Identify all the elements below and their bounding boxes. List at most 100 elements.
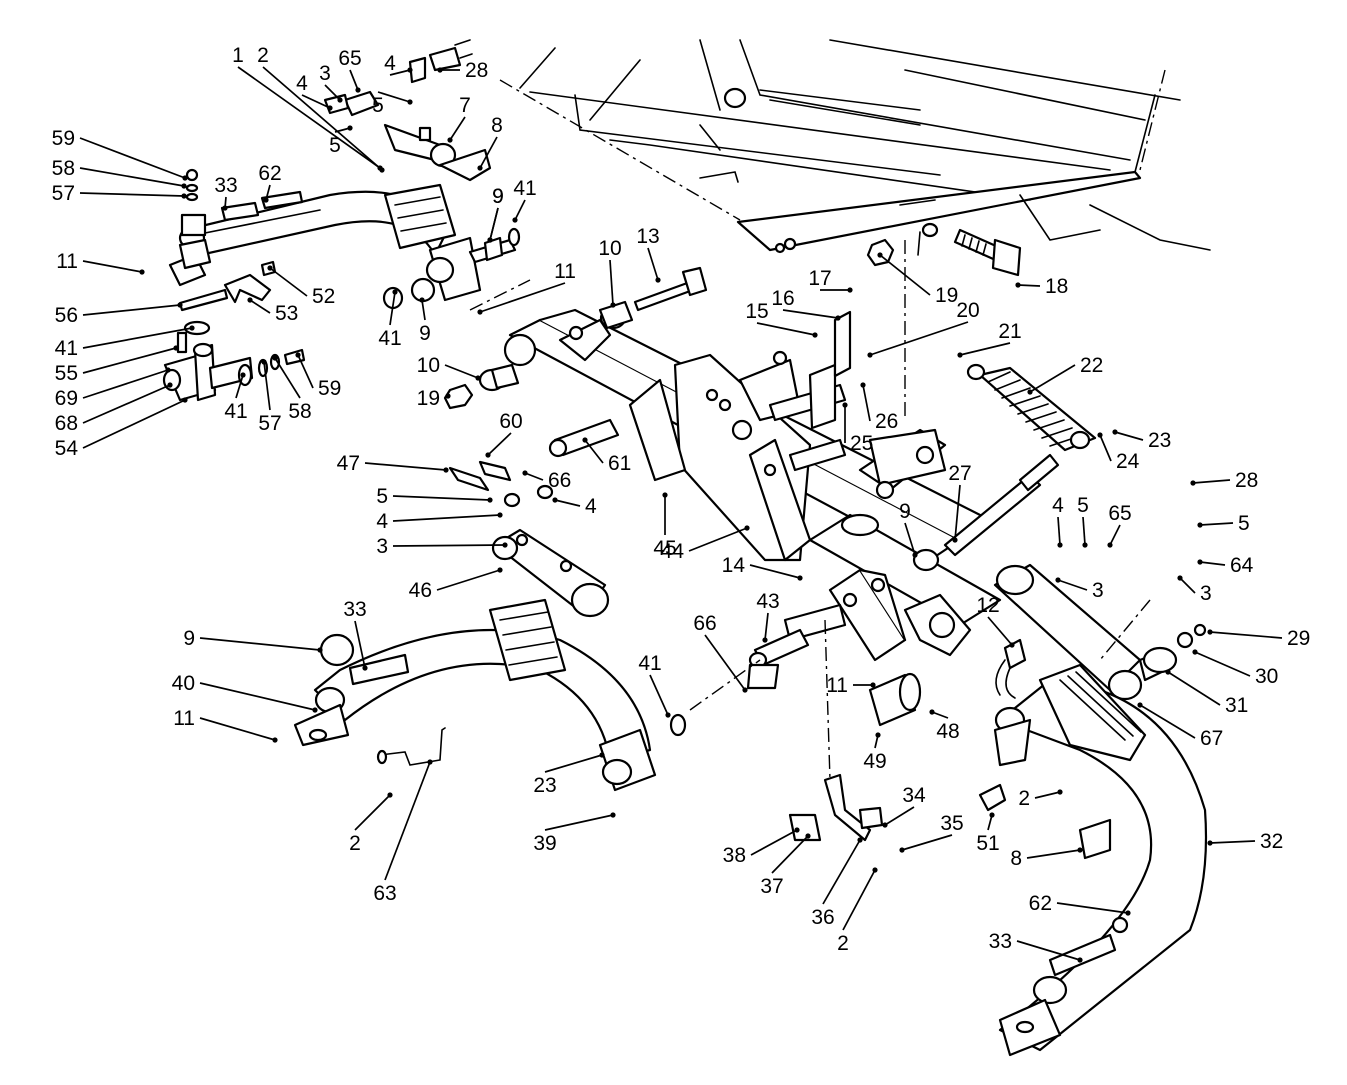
callout-59: 59 xyxy=(318,377,341,400)
leader-dot-59 xyxy=(182,175,188,181)
callout-48: 48 xyxy=(936,720,959,743)
leader-dot-4 xyxy=(327,105,333,111)
bracket-15-16 xyxy=(808,310,852,430)
leader-dot-3 xyxy=(502,542,508,548)
hydraulic-cylinder-46 xyxy=(491,528,610,618)
leader-dot-36 xyxy=(857,837,863,843)
leader-dot-4 xyxy=(552,497,558,503)
callout-24: 24 xyxy=(1116,450,1140,473)
callout-47: 47 xyxy=(337,452,360,475)
leader-line-5 xyxy=(1082,516,1086,546)
callout-11: 11 xyxy=(173,707,195,730)
callout-5: 5 xyxy=(1077,494,1089,517)
leader-dot-56 xyxy=(177,302,183,308)
right-front-arm-32 xyxy=(993,663,1208,1057)
leader-dot-33 xyxy=(222,205,228,211)
leader-dot-39 xyxy=(610,812,616,818)
callout-57: 57 xyxy=(258,412,281,435)
bushings-10 xyxy=(478,300,634,392)
callout-8: 8 xyxy=(1010,847,1022,870)
callout-51: 51 xyxy=(976,832,999,855)
leader-line-8 xyxy=(1026,849,1081,859)
callout-32: 32 xyxy=(1260,830,1283,853)
leader-dot-23 xyxy=(599,752,605,758)
leader-dot-63 xyxy=(427,759,433,765)
leader-dot-2 xyxy=(872,867,878,873)
callout-49: 49 xyxy=(863,750,886,773)
callout-39: 39 xyxy=(533,832,556,855)
leader-dot-38 xyxy=(794,827,800,833)
bolt-13 xyxy=(633,266,708,312)
callout-29: 29 xyxy=(1287,627,1310,650)
assembly-lines xyxy=(469,69,1166,781)
leader-line-33 xyxy=(354,620,366,669)
leader-dot-68 xyxy=(167,382,173,388)
bracket-8-right xyxy=(1078,818,1112,860)
leader-dot-10 xyxy=(610,302,616,308)
callout-53: 53 xyxy=(275,302,298,325)
callout-23: 23 xyxy=(533,774,556,797)
pin-61 xyxy=(548,418,620,458)
callout-41: 41 xyxy=(513,177,536,200)
leader-dot-11 xyxy=(870,682,876,688)
callout-68: 68 xyxy=(55,412,78,435)
leader-line-3 xyxy=(392,544,506,547)
leader-line-27 xyxy=(954,484,961,541)
callout-15: 15 xyxy=(745,300,768,323)
left-spindle xyxy=(162,342,254,402)
leader-line-3 xyxy=(1057,579,1088,591)
leader-line-36 xyxy=(822,839,861,905)
leader-dot-57 xyxy=(261,359,267,365)
callout-34: 34 xyxy=(902,784,926,807)
leader-line-2 xyxy=(1034,791,1061,799)
callout-4: 4 xyxy=(296,72,308,95)
callout-62: 62 xyxy=(1029,892,1052,915)
callout-30: 30 xyxy=(1255,665,1278,688)
callout-52: 52 xyxy=(312,285,335,308)
leader-line-10 xyxy=(444,364,479,379)
leader-line-46 xyxy=(436,569,501,591)
leader-dot-5 xyxy=(407,99,413,105)
leader-line-2 xyxy=(354,794,391,831)
spring-22 xyxy=(966,363,1097,452)
pivot-bracket-14 xyxy=(783,513,1002,662)
leader-dot-12 xyxy=(1009,642,1015,648)
mower-frame xyxy=(519,39,1211,256)
leader-dot-9 xyxy=(912,552,918,558)
leader-line-30 xyxy=(1194,651,1251,677)
leader-line-8 xyxy=(479,136,498,169)
leader-dot-64 xyxy=(1197,559,1203,565)
callout-33: 33 xyxy=(214,174,237,197)
leader-dot-62 xyxy=(263,197,269,203)
leader-dot-48 xyxy=(929,709,935,715)
callout-3: 3 xyxy=(376,535,388,558)
leader-dot-13 xyxy=(655,277,661,283)
leader-dot-60 xyxy=(485,452,491,458)
callout-61: 61 xyxy=(608,452,631,475)
leader-line-5 xyxy=(392,495,491,501)
callout-11: 11 xyxy=(554,260,576,283)
leader-line-40 xyxy=(199,682,316,711)
leader-line-44 xyxy=(688,527,748,552)
callout-10: 10 xyxy=(417,354,440,377)
callout-44: 44 xyxy=(661,540,685,563)
callout-65: 65 xyxy=(338,47,361,70)
callout-23: 23 xyxy=(1148,429,1171,452)
leader-line-13 xyxy=(647,247,659,281)
callout-11: 11 xyxy=(826,674,848,697)
leader-dot-24 xyxy=(1097,432,1103,438)
leader-dot-17 xyxy=(847,287,853,293)
leader-line-63 xyxy=(384,761,431,881)
leader-dot-32 xyxy=(1207,840,1213,846)
leader-dot-33 xyxy=(362,665,368,671)
callout-27: 27 xyxy=(948,462,971,485)
callout-13: 13 xyxy=(636,225,659,248)
callout-56: 56 xyxy=(55,304,78,327)
leader-dot-20 xyxy=(867,352,873,358)
leader-line-14 xyxy=(749,564,801,579)
leader-line-28 xyxy=(1192,479,1231,484)
callout-66: 66 xyxy=(548,469,571,492)
callout-9: 9 xyxy=(492,185,504,208)
leader-dot-18 xyxy=(1015,282,1021,288)
